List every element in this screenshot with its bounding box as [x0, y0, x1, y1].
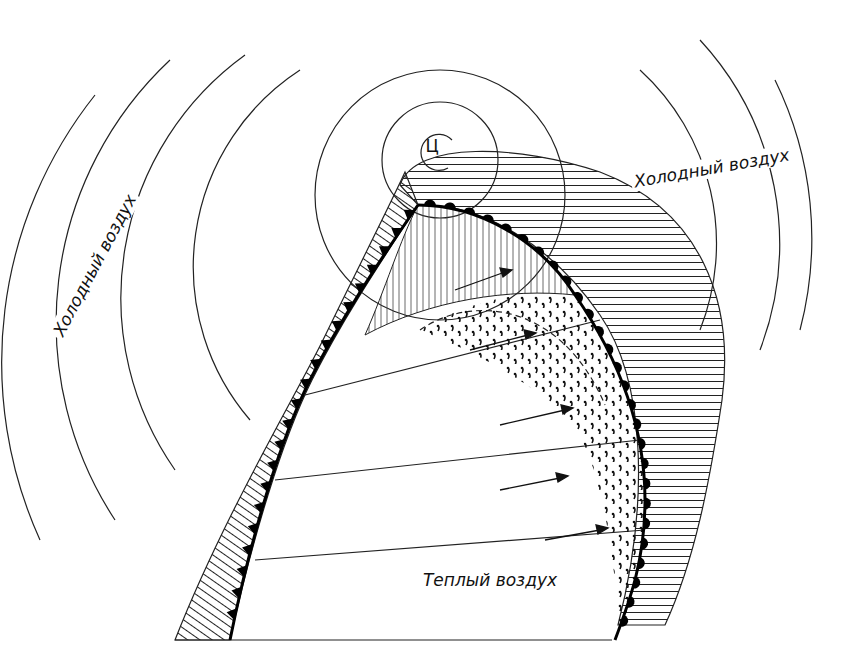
cold-front-triangle: [332, 321, 343, 331]
warm-front-semicircle: [633, 577, 640, 589]
warm-front-semicircle: [639, 438, 646, 450]
warm-front-semicircle: [641, 537, 648, 549]
warm-front-semicircle: [645, 498, 651, 510]
cold-front-triangle: [300, 378, 311, 389]
air-mass-label: Холодный воздух: [630, 144, 794, 192]
warm-front-semicircle: [595, 326, 604, 337]
warm-front-semicircle: [627, 596, 635, 608]
cold-front-triangle: [355, 283, 366, 293]
isobars: [2, 40, 812, 640]
warm-front-semicircle: [562, 276, 572, 287]
warm-front-semicircle: [642, 458, 649, 470]
warm-front-semicircle: [534, 247, 544, 257]
air-mass-label: Теплый воздух: [420, 570, 560, 590]
warm-front-semicircle: [500, 223, 511, 232]
cold-front-triangle: [254, 502, 264, 514]
warm-front-semicircle: [574, 292, 583, 303]
warm-front-semicircle: [613, 362, 621, 373]
cold-front-triangle: [242, 544, 252, 556]
cold-front-triangle: [391, 228, 402, 238]
cold-front-triangle: [274, 439, 285, 450]
warm-front-semicircle: [585, 309, 594, 320]
shower-zone: [420, 294, 645, 630]
warm-front-semicircle: [518, 234, 529, 243]
warm-front-semicircle: [620, 615, 628, 627]
cold-front-triangle: [248, 523, 258, 535]
cold-front-triangle: [227, 608, 237, 620]
cold-front-triangle: [367, 265, 378, 275]
warm-front-semicircle: [424, 200, 436, 206]
air-mass-label: Холодный воздух: [48, 188, 143, 342]
cold-front-triangle: [321, 340, 332, 350]
warm-front-semicircle: [638, 557, 645, 569]
warm-front-semicircle: [644, 518, 650, 530]
cold-front-triangle: [291, 398, 302, 409]
warm-front: [418, 205, 645, 640]
warm-front-semicircle: [621, 380, 629, 392]
cold-front-triangle: [260, 481, 270, 492]
front-symbols: [227, 200, 651, 627]
warm-front-semicircle: [548, 260, 558, 270]
cold-front-triangle: [282, 419, 293, 430]
cold-front-triangle: [310, 359, 321, 370]
warm-front-semicircle: [644, 478, 650, 490]
warm-front-semicircle: [634, 418, 641, 430]
cold-front-triangle: [267, 460, 277, 471]
warm-front-semicircle: [482, 214, 493, 222]
warm-front-semicircle: [628, 399, 636, 411]
center-label: Ц: [422, 136, 441, 156]
warm-front-semicircle: [444, 202, 456, 209]
warm-front-semicircle: [463, 207, 475, 215]
cold-front-triangle: [343, 302, 354, 312]
cold-front-triangle: [379, 246, 390, 256]
dashed-line: [420, 311, 605, 405]
cold-front-triangle: [231, 587, 241, 599]
precipitation-band: [175, 172, 418, 640]
cold-front-triangle: [404, 210, 415, 220]
cold-front-triangle: [237, 565, 247, 577]
warm-front-semicircle: [605, 344, 614, 355]
cold-front: [230, 205, 418, 640]
